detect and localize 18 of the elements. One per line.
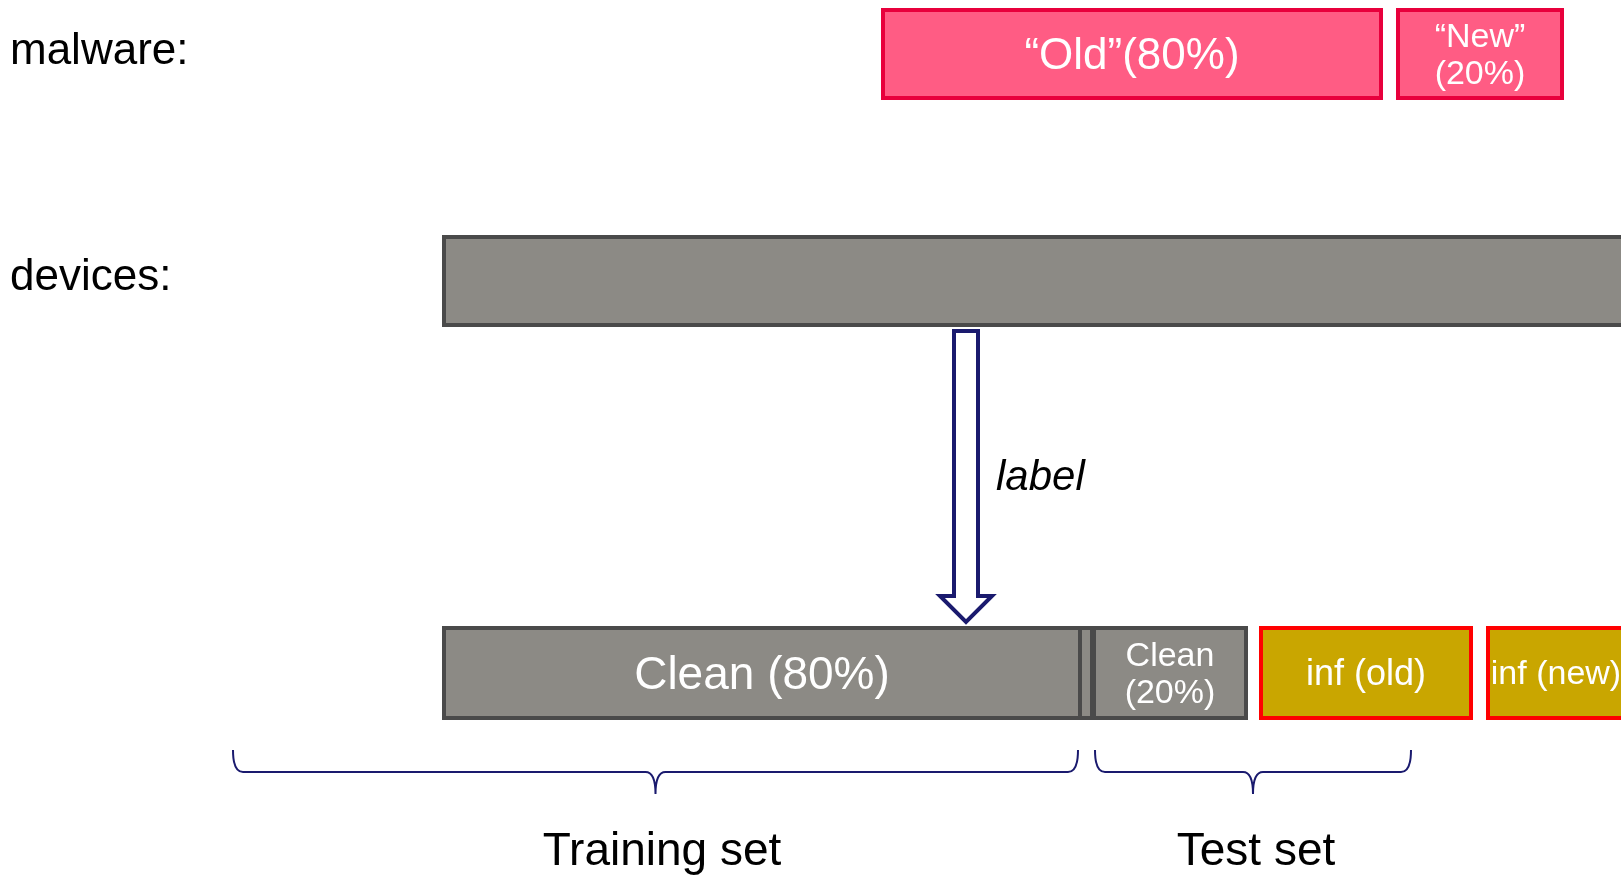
- segment-bar: [1092, 626, 1248, 720]
- set-label: Training set: [542, 822, 782, 875]
- segment-label: inf (new): [1490, 654, 1621, 692]
- segment-label: Clean (20%): [1123, 635, 1217, 711]
- segment-label: “Old”(80%): [1024, 29, 1240, 79]
- segment-label: inf (old): [1305, 653, 1426, 693]
- segment-bar: [1259, 626, 1473, 720]
- segment-bar: [1486, 626, 1621, 720]
- block-arrow: [935, 329, 997, 625]
- edge-label: label: [996, 451, 1085, 500]
- segment-bar: [1396, 8, 1564, 100]
- row-label: malware:: [10, 24, 189, 74]
- row-label: devices:: [10, 250, 172, 300]
- segment-bar: [881, 8, 1383, 100]
- segment-label: “New” (20%): [1433, 16, 1527, 92]
- segment-label: Clean (80%): [634, 647, 890, 699]
- set-label: Test set: [1176, 822, 1336, 875]
- data-bar: [442, 235, 1621, 327]
